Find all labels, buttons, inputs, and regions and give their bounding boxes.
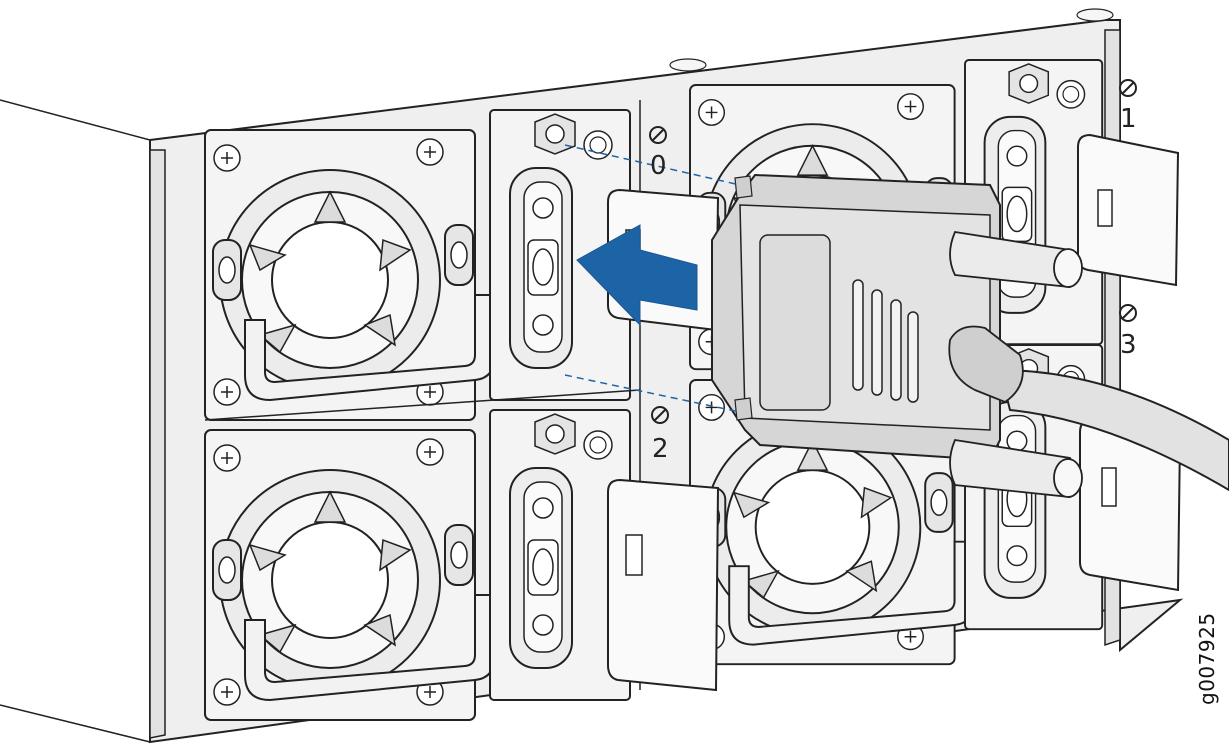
slot-3-power-symbol	[1119, 304, 1137, 322]
insertion-direction-arrow	[576, 224, 698, 327]
slot-2-power-symbol	[651, 406, 669, 424]
power-supply-slot-2-fan	[204, 429, 496, 721]
slot-label-3: 3	[1120, 330, 1137, 360]
alignment-guide-upper	[564, 144, 741, 186]
slot-label-0: 0	[650, 151, 667, 181]
slot-label-1: 1	[1120, 104, 1137, 134]
chassis-bottom-edge	[0, 704, 151, 743]
retainer-clip-slot-2	[607, 478, 720, 692]
slot-1-power-symbol	[1119, 79, 1137, 97]
slot-0-power-symbol	[649, 126, 667, 144]
chassis-top-edge	[0, 99, 151, 141]
slot-label-2: 2	[652, 434, 669, 464]
alignment-guide-lower	[564, 374, 741, 413]
power-supply-slot-0-fan	[204, 129, 496, 421]
dc-cable	[998, 368, 1229, 492]
retainer-clip-slot-1	[1077, 133, 1180, 287]
dc-connector-plug	[711, 173, 1083, 498]
figure-id: g007925	[1195, 612, 1219, 705]
